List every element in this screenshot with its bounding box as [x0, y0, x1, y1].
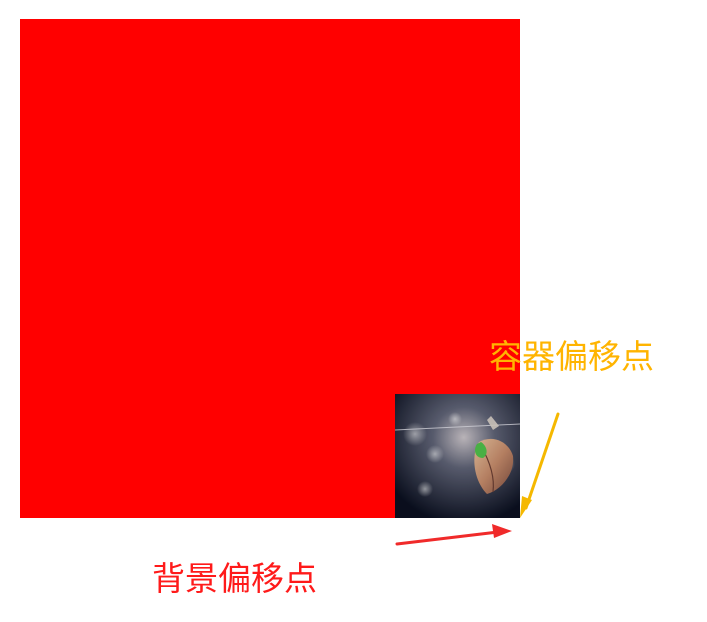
red-container-box — [20, 19, 520, 518]
background-offset-point-label: 背景偏移点 — [152, 559, 317, 598]
background-image-thumbnail — [395, 394, 520, 518]
container-offset-point-label: 容器偏移点 — [489, 337, 654, 376]
leaf-photo-image — [395, 394, 520, 518]
yellow-arrow-icon — [520, 412, 560, 518]
red-arrow-icon — [395, 524, 512, 546]
